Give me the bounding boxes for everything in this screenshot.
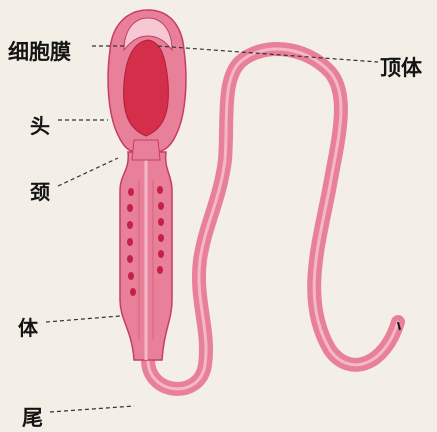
label-neck: 颈 xyxy=(30,176,50,205)
neck xyxy=(132,140,160,160)
label-head: 头 xyxy=(30,110,50,139)
label-body: 体 xyxy=(18,312,38,341)
leader-body xyxy=(46,316,120,322)
label-cell-membrane: 细胞膜 xyxy=(8,36,71,66)
label-acrosome: 顶体 xyxy=(380,52,422,82)
label-tail: 尾 xyxy=(22,402,43,432)
leader-neck xyxy=(58,158,118,186)
nucleus xyxy=(124,40,169,136)
leader-tail xyxy=(50,406,134,412)
